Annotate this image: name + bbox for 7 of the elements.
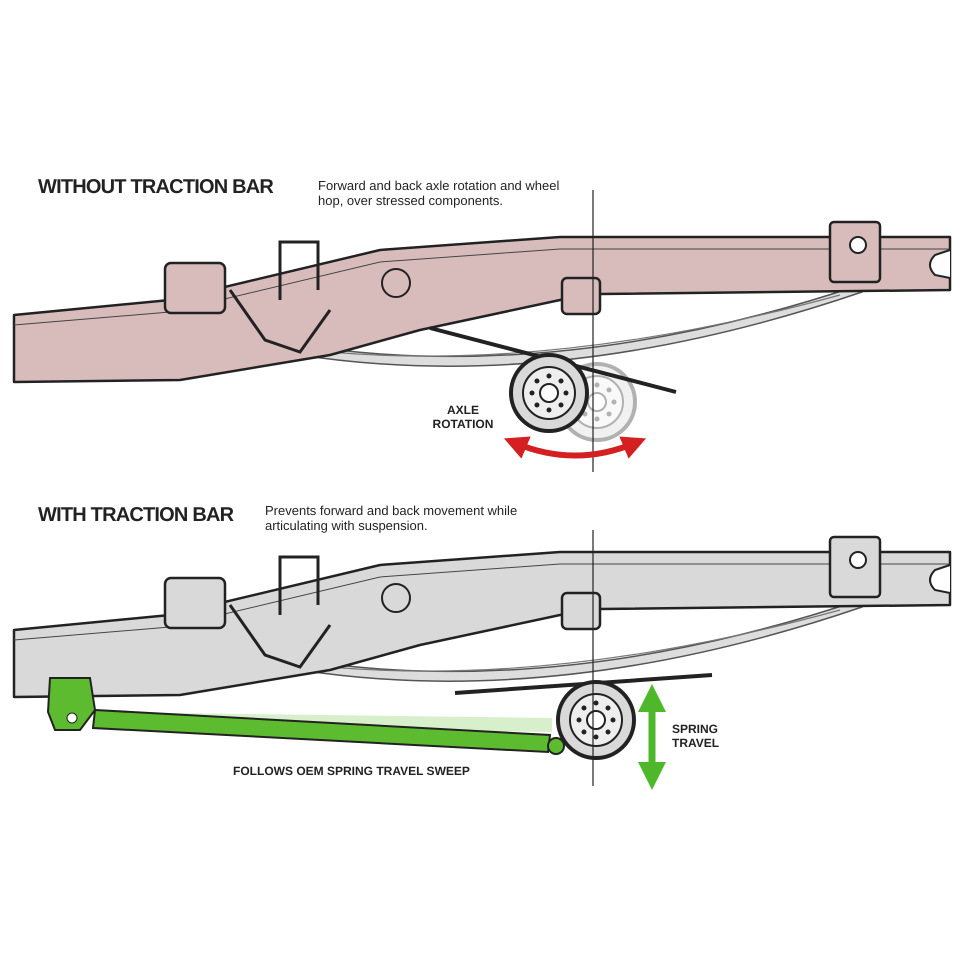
callout-label: SPRING TRAVEL [672,722,720,750]
description-text: Forward and back axle rotation and wheel hop, over stressed components. [318,178,560,208]
callout-label: FOLLOWS OEM SPRING TRAVEL SWEEP [233,764,470,778]
description-text: Prevents forward and back movement while articulating with suspension. [265,503,518,533]
callout-label: AXLE ROTATION [432,403,494,431]
section-heading: WITH TRACTION BAR [38,504,234,527]
section-heading: WITHOUT TRACTION BAR [38,176,274,199]
